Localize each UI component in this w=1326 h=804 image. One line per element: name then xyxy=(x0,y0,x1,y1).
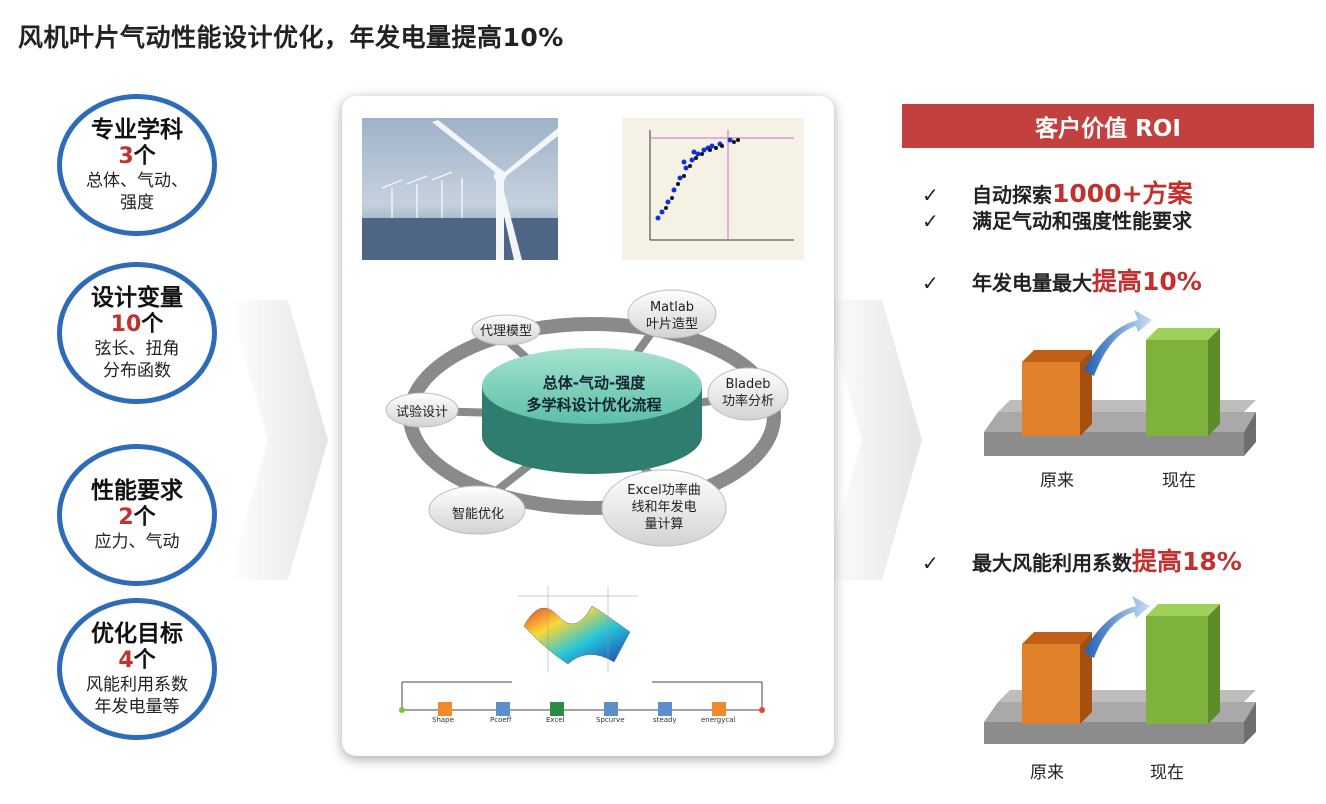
node-matlab-line1: Matlab xyxy=(649,300,695,315)
check-icon: ✓ xyxy=(922,551,939,575)
circle-number: 2 xyxy=(118,505,134,530)
node-bladeb-line2: 功率分析 xyxy=(721,394,774,409)
workflow-step: energycal xyxy=(701,716,736,724)
circle-unit: 个 xyxy=(133,144,156,169)
hub-label-line1: 总体-气动-强度 xyxy=(542,374,646,392)
bar-after xyxy=(1146,328,1220,436)
roi-item: ✓ 满足气动和强度性能要求 xyxy=(922,205,1192,234)
roi-item: ✓ 年发电量最大提高10% xyxy=(922,262,1202,298)
roi-item: ✓ 最大风能利用系数提高18% xyxy=(922,542,1242,578)
circle-desc-line2: 强度 xyxy=(120,193,154,213)
node-excel-line2: 线和年发电 xyxy=(631,500,697,515)
improvement-chart-1 xyxy=(984,310,1256,456)
growth-arrow-icon xyxy=(1084,596,1150,658)
roi-item-text: 自动探索 xyxy=(972,183,1052,207)
hub-label: 总体-气动-强度 多学科设计优化流程 xyxy=(494,372,694,416)
bar-after xyxy=(1146,604,1220,724)
roi-header: 客户价值 ROI xyxy=(902,104,1314,148)
circle-number: 3 xyxy=(118,144,134,169)
node-excel: Excel功率曲 线和年发电 量计算 xyxy=(602,482,726,533)
wind-turbine-photo xyxy=(362,118,558,260)
chart2-after-label: 现在 xyxy=(1150,763,1184,783)
bar-before xyxy=(1022,350,1092,436)
scatter-plot-image xyxy=(622,118,804,260)
workflow-step: Spcurve xyxy=(596,716,625,724)
node-bladeb-line1: Bladeb xyxy=(725,377,771,392)
workflow-step: Excel xyxy=(546,716,565,724)
workflow-bar xyxy=(399,681,765,716)
roi-item: ✓ 自动探索1000+方案 xyxy=(922,174,1193,210)
flow-arrow-left-icon xyxy=(228,300,328,580)
roi-item-highlight: 提高10% xyxy=(1092,267,1202,296)
node-test-design: 试验设计 xyxy=(395,405,448,420)
circle-desc-line2: 年发电量等 xyxy=(94,697,180,717)
workflow-step: steady xyxy=(653,716,677,724)
workflow-labels: Shape Pcoeff Excel Spcurve steady energy… xyxy=(392,716,772,730)
circle-desc-line2: 分布函数 xyxy=(103,361,171,381)
circle-heading: 专业学科 xyxy=(91,117,183,143)
page-title: 风机叶片气动性能设计优化，年发电量提高10% xyxy=(18,23,564,52)
check-icon: ✓ xyxy=(922,183,939,207)
circle-desc-line1: 总体、气动、 xyxy=(86,171,188,191)
circle-heading: 设计变量 xyxy=(91,285,183,311)
circle-desc-line1: 应力、气动 xyxy=(94,532,180,552)
bar-before xyxy=(1022,632,1092,724)
circle-desc-line1: 弦长、扭角 xyxy=(94,339,180,359)
node-smart-optimization: 智能优化 xyxy=(451,507,504,522)
check-icon: ✓ xyxy=(922,209,939,233)
growth-arrow-icon xyxy=(1084,310,1152,376)
circle-count: 10个 xyxy=(111,312,164,338)
workflow-step: Shape xyxy=(432,716,454,724)
circle-disciplines: 专业学科 3个 总体、气动、 强度 xyxy=(57,94,217,236)
circle-variables: 设计变量 10个 弦长、扭角 分布函数 xyxy=(57,262,217,404)
circle-count: 3个 xyxy=(118,144,155,170)
check-icon: ✓ xyxy=(922,271,939,295)
roi-item-text: 最大风能利用系数 xyxy=(972,551,1132,575)
roi-item-text: 年发电量最大 xyxy=(972,271,1092,295)
node-proxy-model: 代理模型 xyxy=(479,324,532,339)
chart2-before-label: 原来 xyxy=(1030,763,1064,783)
process-card: 总体-气动-强度 多学科设计优化流程 代理模型 Matlab 叶片造型 Blad… xyxy=(342,96,834,756)
hub-label-line2: 多学科设计优化流程 xyxy=(526,396,662,414)
node-excel-line1: Excel功率曲 xyxy=(627,483,701,498)
surface-plot-image xyxy=(518,586,638,672)
circle-count: 4个 xyxy=(118,648,155,674)
node-matlab: Matlab 叶片造型 xyxy=(612,299,732,333)
circle-heading: 优化目标 xyxy=(91,621,183,647)
circle-number: 4 xyxy=(118,648,134,673)
circle-unit: 个 xyxy=(133,648,156,673)
circle-number: 10 xyxy=(110,312,142,337)
circle-count: 2个 xyxy=(118,505,155,531)
node-bladeb: Bladeb 功率分析 xyxy=(708,376,788,410)
flow-arrow-right-icon xyxy=(822,300,922,580)
circle-desc-line1: 风能利用系数 xyxy=(86,675,188,695)
node-matlab-line2: 叶片造型 xyxy=(645,317,698,332)
roi-item-highlight: 1000+方案 xyxy=(1052,179,1193,208)
circle-unit: 个 xyxy=(141,312,164,337)
workflow-step: Pcoeff xyxy=(490,716,512,724)
improvement-chart-2 xyxy=(984,596,1256,744)
circle-heading: 性能要求 xyxy=(91,478,183,504)
circle-unit: 个 xyxy=(133,505,156,530)
node-excel-line3: 量计算 xyxy=(644,517,684,532)
chart1-before-label: 原来 xyxy=(1040,471,1074,491)
circle-objectives: 优化目标 4个 风能利用系数 年发电量等 xyxy=(57,598,217,740)
chart1-after-label: 现在 xyxy=(1162,471,1196,491)
circle-requirements: 性能要求 2个 应力、气动 xyxy=(57,444,217,586)
mdo-flow-diagram xyxy=(385,289,789,547)
roi-item-text: 满足气动和强度性能要求 xyxy=(972,209,1192,233)
roi-item-highlight: 提高18% xyxy=(1132,547,1242,576)
